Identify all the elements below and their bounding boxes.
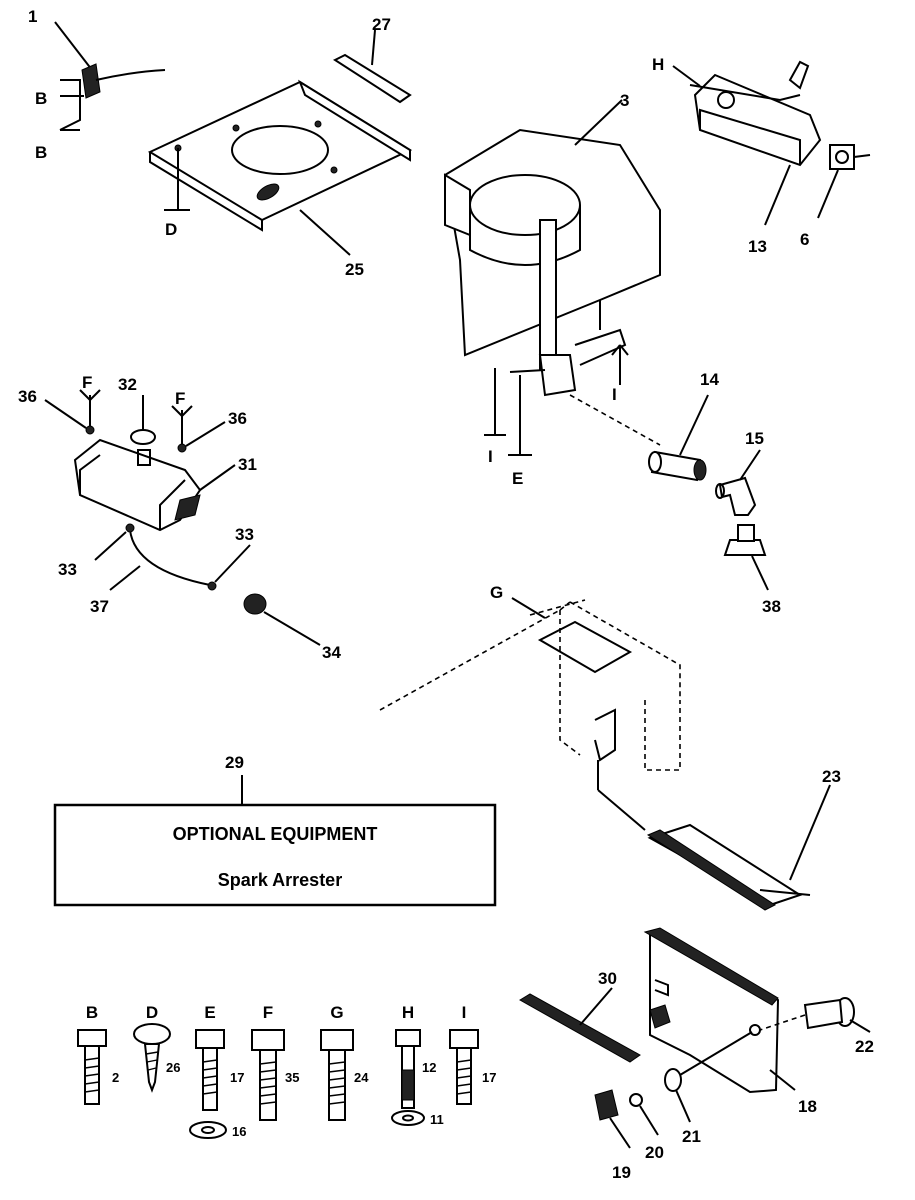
fastener-b-part: 2 — [112, 1070, 119, 1085]
part-3-engine — [443, 99, 661, 456]
optional-equipment-subtitle: Spark Arrester — [218, 870, 342, 890]
part-31-fuel-tank — [73, 438, 236, 532]
part-15-elbow — [715, 449, 761, 516]
part-30-gasket-strip — [519, 987, 641, 1063]
letter-e: E — [512, 469, 523, 488]
callout-34: 34 — [322, 643, 341, 662]
letter-d: D — [165, 220, 177, 239]
callout-23: 23 — [822, 767, 841, 786]
callout-19: 19 — [612, 1163, 631, 1182]
fastener-g-part: 24 — [354, 1070, 369, 1085]
part-21-washer — [664, 1031, 753, 1123]
fastener-f: F 35 — [251, 1003, 299, 1121]
callout-36-b: 36 — [228, 409, 247, 428]
fastener-e-letter: E — [204, 1003, 215, 1022]
callout-18: 18 — [798, 1097, 817, 1116]
chassis-frame — [379, 597, 681, 831]
part-27-seal-strip — [332, 29, 412, 104]
callout-14: 14 — [700, 370, 719, 389]
fastener-g-letter: G — [330, 1003, 343, 1022]
fastener-h: H 12 11 — [391, 1003, 444, 1127]
part-38-nut — [723, 524, 769, 591]
part-22-bolt — [759, 997, 871, 1033]
callout-27: 27 — [372, 15, 391, 34]
part-13-muffler — [672, 60, 822, 226]
letter-i-1: I — [612, 385, 617, 404]
callout-32: 32 — [118, 375, 137, 394]
fastener-e: E 17 16 — [189, 1003, 246, 1139]
fastener-i-letter: I — [462, 1003, 467, 1022]
callout-20: 20 — [645, 1143, 664, 1162]
fastener-e-washer: 16 — [232, 1124, 246, 1139]
callout-13: 13 — [748, 237, 767, 256]
part-32-fuel-cap — [130, 395, 156, 466]
fastener-f-letter: F — [263, 1003, 273, 1022]
fastener-h-washer: 11 — [430, 1112, 444, 1127]
callout-31: 31 — [238, 455, 257, 474]
letter-f-1: F — [82, 373, 92, 392]
part-20-lockwasher — [629, 1093, 659, 1136]
part-18-bracket — [643, 927, 796, 1094]
part-37-fuel-line — [94, 523, 251, 591]
callout-25: 25 — [345, 260, 364, 279]
callout-6: 6 — [800, 230, 809, 249]
fastener-i: I 17 — [449, 1003, 496, 1105]
part-25-mounting-plate — [147, 79, 413, 256]
fastener-d: D 26 — [133, 1003, 180, 1093]
part-19-nut — [594, 1089, 631, 1149]
callout-38: 38 — [762, 597, 781, 616]
letter-g: G — [490, 583, 503, 602]
fastener-g: G 24 — [320, 1003, 369, 1121]
callout-1: 1 — [28, 7, 37, 26]
part-36-tank-screws — [44, 389, 226, 453]
callout-33-a: 33 — [58, 560, 77, 579]
callout-30: 30 — [598, 969, 617, 988]
part-14-fitting — [648, 394, 709, 482]
fastener-d-letter: D — [146, 1003, 158, 1022]
letter-h: H — [652, 55, 664, 74]
fastener-f-part: 35 — [285, 1070, 299, 1085]
fastener-b-letter: B — [86, 1003, 98, 1022]
optional-equipment-box: OPTIONAL EQUIPMENT Spark Arrester — [53, 803, 497, 907]
fastener-h-part: 12 — [422, 1060, 436, 1075]
part-6-muffler-nut — [817, 144, 871, 219]
letter-b-1: B — [35, 89, 47, 108]
part-1-cable-clamp — [54, 21, 166, 131]
callout-36-a: 36 — [18, 387, 37, 406]
fastener-h-letter: H — [402, 1003, 414, 1022]
letter-b-2: B — [35, 143, 47, 162]
callout-3: 3 — [620, 91, 629, 110]
callout-22: 22 — [855, 1037, 874, 1056]
fastener-row: B 2 D 26 E 17 16 F — [77, 1003, 496, 1139]
letter-f-2: F — [175, 389, 185, 408]
optional-equipment-title: OPTIONAL EQUIPMENT — [173, 824, 378, 844]
callout-21: 21 — [682, 1127, 701, 1146]
fastener-e-part: 17 — [230, 1070, 244, 1085]
fastener-b: B 2 — [77, 1003, 119, 1105]
fastener-i-part: 17 — [482, 1070, 496, 1085]
letter-i-2: I — [488, 447, 493, 466]
fastener-d-part: 26 — [166, 1060, 180, 1075]
part-23-heat-shield — [646, 784, 831, 911]
callout-29: 29 — [225, 753, 244, 772]
part-34-fuel-filter — [243, 593, 321, 646]
callout-33-b: 33 — [235, 525, 254, 544]
callout-37: 37 — [90, 597, 109, 616]
callout-15: 15 — [745, 429, 764, 448]
